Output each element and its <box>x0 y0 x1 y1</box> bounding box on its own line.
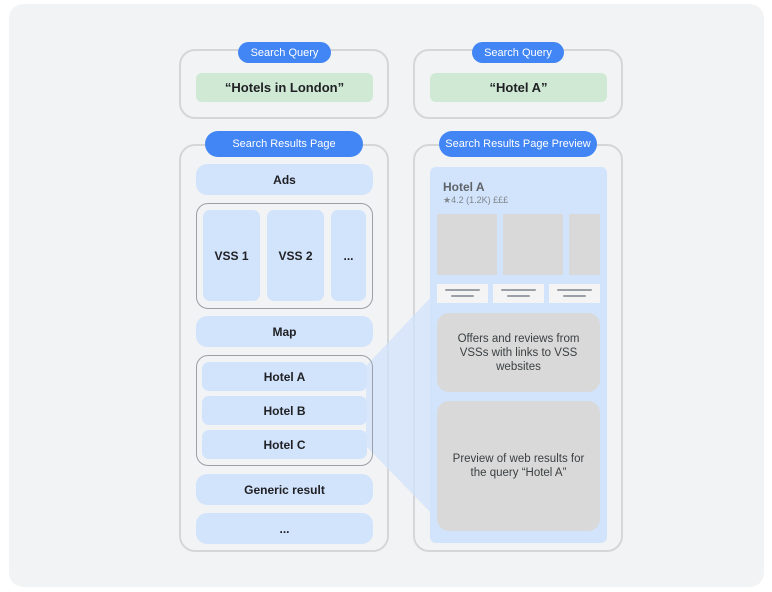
preview-card-1 <box>437 284 488 303</box>
left-query-text: “Hotels in London” <box>196 73 373 102</box>
preview-hotel-meta: ★4.2 (1.2K) £££ <box>443 195 509 205</box>
vss-more-block: ... <box>331 210 366 301</box>
card-line <box>557 289 592 291</box>
map-block: Map <box>196 316 373 347</box>
preview-card-3 <box>549 284 600 303</box>
card-line <box>451 295 474 297</box>
search-results-page-label: Search Results Page <box>205 131 363 157</box>
connector-wedge <box>366 296 432 514</box>
preview-image-2 <box>503 214 563 275</box>
generic-result-block: Generic result <box>196 474 373 505</box>
preview-page-label: Search Results Page Preview <box>439 131 597 157</box>
hotel-a-block: Hotel A <box>202 362 367 391</box>
right-query-label: Search Query <box>472 42 564 63</box>
card-line <box>445 289 480 291</box>
left-query-label: Search Query <box>238 42 331 63</box>
vss-1-block: VSS 1 <box>203 210 260 301</box>
preview-image-1 <box>437 214 497 275</box>
hotel-c-block: Hotel C <box>202 430 367 459</box>
hotel-b-block: Hotel B <box>202 396 367 425</box>
vss-group <box>196 203 373 309</box>
ads-block: Ads <box>196 164 373 195</box>
more-results-block: ... <box>196 513 373 544</box>
preview-card-2 <box>493 284 544 303</box>
preview-hotel-title: Hotel A <box>443 180 485 194</box>
vss-offers-block: Offers and reviews from VSSs with links … <box>437 313 600 392</box>
vss-2-block: VSS 2 <box>267 210 324 301</box>
right-query-text: “Hotel A” <box>430 73 607 102</box>
web-results-preview-block: Preview of web results for the query “Ho… <box>437 401 600 531</box>
card-line <box>507 295 530 297</box>
card-line <box>563 295 586 297</box>
preview-image-3 <box>569 214 600 275</box>
card-line <box>501 289 536 291</box>
hotel-group <box>196 355 373 466</box>
